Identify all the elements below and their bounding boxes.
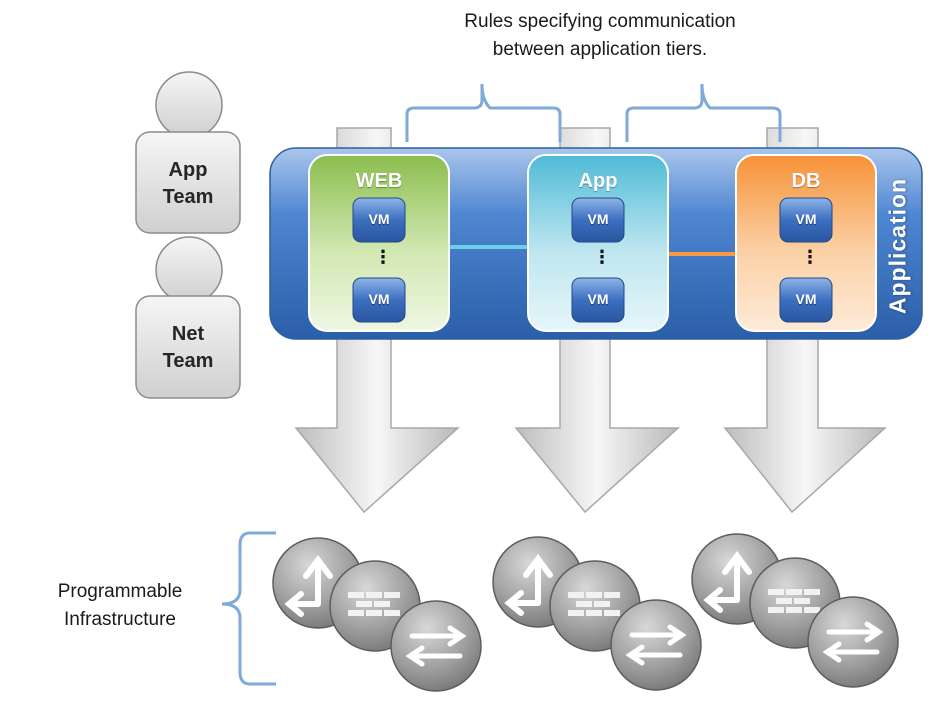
vm-label: VM — [368, 211, 390, 227]
app-team-label-line1: App — [168, 159, 208, 181]
infrastructure-bracket — [221, 531, 276, 686]
application-label: Application — [884, 177, 911, 315]
net-team-label-line1: Net — [171, 323, 205, 345]
net-team-label-line2: Team — [162, 350, 214, 372]
vm-box — [779, 197, 833, 243]
tier-app-title: App — [578, 170, 618, 192]
vm-label: VM — [795, 211, 817, 227]
vm-box — [352, 197, 406, 243]
switch-icon — [807, 596, 899, 688]
infrastructure-label: Programmable Infrastructure — [38, 578, 202, 633]
tier-web-title: WEB — [355, 170, 403, 192]
tier-app-box — [527, 154, 669, 332]
net-team-person-icon — [135, 236, 241, 399]
app-team-label-line2: Team — [162, 186, 214, 208]
vm-label: VM — [587, 211, 609, 227]
tier-db-box — [735, 154, 877, 332]
rule-brace-web-app — [405, 83, 562, 142]
infrastructure-group-1 — [272, 537, 482, 692]
net-team-label: Net Team — [136, 321, 240, 375]
infrastructure-label-line2: Infrastructure — [64, 608, 176, 630]
rule-brace-app-db — [625, 83, 782, 142]
switch-icon — [610, 599, 702, 691]
infrastructure-label-line1: Programmable — [57, 581, 183, 602]
vm-label: VM — [368, 291, 390, 307]
app-team-label: App Team — [136, 157, 240, 211]
vm-box — [571, 277, 625, 323]
infrastructure-group-2 — [492, 536, 702, 691]
vm-label: VM — [587, 291, 609, 307]
tier-db-title: DB — [791, 170, 821, 192]
rules-caption-line1: Rules specifying communication — [464, 11, 736, 32]
tier-web-box — [308, 154, 450, 332]
vm-box — [352, 277, 406, 323]
vm-label: VM — [795, 291, 817, 307]
vm-box — [779, 277, 833, 323]
rules-caption: Rules specifying communication between a… — [400, 8, 800, 63]
vm-ellipsis: ⋮ — [801, 247, 819, 267]
vm-ellipsis: ⋮ — [593, 247, 611, 267]
app-team-person-icon — [135, 71, 241, 234]
rules-caption-line2: between application tiers. — [492, 38, 708, 60]
switch-icon — [390, 600, 482, 692]
infrastructure-group-3 — [691, 533, 899, 688]
vm-box — [571, 197, 625, 243]
vm-ellipsis: ⋮ — [374, 247, 392, 267]
